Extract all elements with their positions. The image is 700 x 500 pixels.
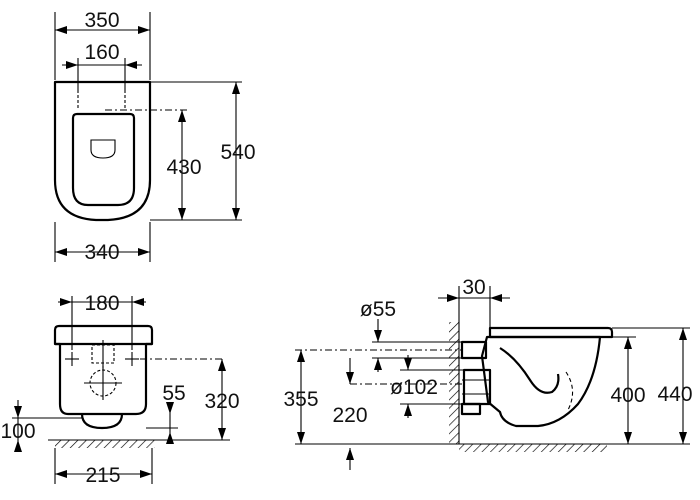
front-view-floor-hatch xyxy=(55,440,155,448)
dim-o55-arrow-top xyxy=(374,330,382,342)
dim-215-arrow-left xyxy=(55,470,67,478)
dim-320-arrow-top xyxy=(218,359,226,371)
dim-540-label: 540 xyxy=(220,141,255,164)
front-view-outlet xyxy=(80,413,124,430)
dim-55-label: 55 xyxy=(162,382,185,405)
dim-o55-label: ø55 xyxy=(360,298,396,321)
side-view-waste-path xyxy=(565,371,574,411)
dim-o55-arrow-bottom xyxy=(374,358,382,370)
dim-440-arrow-top xyxy=(679,328,687,340)
dim-400-arrow-bottom xyxy=(624,432,632,444)
top-view-seat-outline xyxy=(71,112,136,207)
dim-340-arrow-right xyxy=(138,248,150,256)
dim-320-arrow-bottom xyxy=(218,428,226,440)
side-view-seat xyxy=(488,326,614,339)
side-view-floor-hatch xyxy=(459,444,607,452)
dim-o102-arrow-bottom xyxy=(404,404,412,416)
dim-100-label: 100 xyxy=(0,420,35,443)
dim-355-label: 355 xyxy=(283,388,318,411)
side-view-siphon xyxy=(499,347,560,394)
dim-30-label: 30 xyxy=(462,276,485,299)
dim-355-arrow-bottom xyxy=(297,432,305,444)
dim-355-arrow-top xyxy=(297,350,305,362)
dim-100-arrow-top xyxy=(14,406,22,418)
dim-220-label: 220 xyxy=(332,404,367,427)
front-view-body-outline xyxy=(53,324,154,416)
front-view-bolt-right xyxy=(125,352,139,366)
dim-400-arrow-top xyxy=(624,337,632,349)
side-view: 30 ø55 ø102 220 355 xyxy=(283,276,693,470)
front-view: 180 55 320 100 215 xyxy=(0,292,239,487)
dim-220-arrow-bottom xyxy=(346,448,354,460)
dim-30-arrow-left xyxy=(447,294,459,302)
dim-180-arrow-left xyxy=(60,298,72,306)
front-view-bolt-left xyxy=(65,352,79,366)
dim-340-label: 340 xyxy=(84,241,119,264)
top-view: 350 160 430 540 340 xyxy=(53,9,256,264)
dim-55-arrow-top xyxy=(166,402,174,414)
dim-30-arrow-right xyxy=(490,294,502,302)
side-view-base-connector xyxy=(460,402,482,416)
dim-350-arrow-right xyxy=(138,26,150,34)
dim-o102-arrow-top xyxy=(404,358,412,370)
dim-320-label: 320 xyxy=(204,390,239,413)
dim-100-arrow-bottom xyxy=(14,440,22,452)
dim-o102-label: ø102 xyxy=(390,376,438,399)
dim-55-arrow-bottom xyxy=(166,432,174,444)
dim-340-arrow-left xyxy=(55,248,67,256)
dim-220-arrow-top xyxy=(346,372,354,384)
dim-440-label: 440 xyxy=(657,383,692,406)
dim-440-arrow-bottom xyxy=(679,432,687,444)
dim-400-label: 400 xyxy=(610,384,645,407)
dim-540-arrow-top xyxy=(232,82,240,94)
dim-180-label: 180 xyxy=(84,292,119,315)
dim-430-arrow-top xyxy=(178,110,186,122)
side-view-bowl xyxy=(480,335,602,428)
top-view-bowl-outline xyxy=(53,80,152,222)
side-view-wall-hatch xyxy=(449,322,459,444)
dim-180-arrow-right xyxy=(132,298,144,306)
dim-215-arrow-right xyxy=(140,470,152,478)
dim-160-arrow-right xyxy=(125,61,137,69)
dim-430-label: 430 xyxy=(166,156,201,179)
top-view-rim-detail xyxy=(90,139,116,159)
dim-350-label: 350 xyxy=(84,9,119,32)
dim-215-label: 215 xyxy=(85,464,120,487)
dim-160-label: 160 xyxy=(84,41,119,64)
dim-430-arrow-bottom xyxy=(178,208,186,220)
dim-160-arrow-left xyxy=(66,61,78,69)
dim-540-arrow-bottom xyxy=(232,208,240,220)
dim-350-arrow-left xyxy=(55,26,67,34)
